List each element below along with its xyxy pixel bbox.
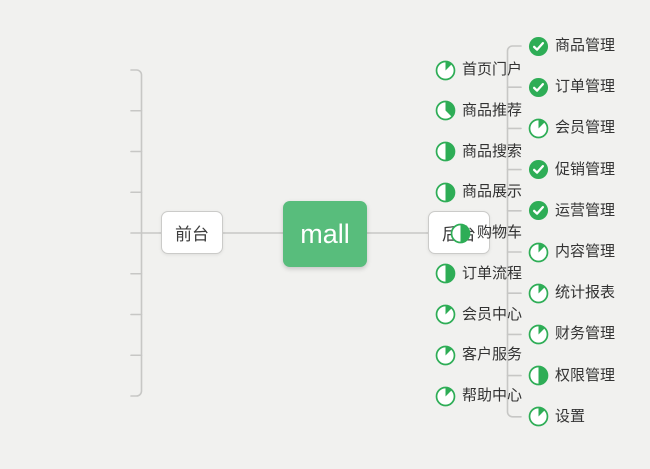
task-progress-pie-icon xyxy=(528,324,549,345)
topic-label: 帮助中心 xyxy=(461,387,522,404)
topic-label: 财务管理 xyxy=(555,325,616,343)
task-progress-pie-icon xyxy=(435,182,456,203)
topic-item[interactable]: 统计报表 xyxy=(528,282,615,304)
check-circle-icon xyxy=(528,159,549,180)
topic-label: 内容管理 xyxy=(555,243,616,260)
topic-label: 首页门户 xyxy=(461,61,522,78)
check-circle-icon xyxy=(528,77,549,98)
topic-item[interactable]: 财务管理 xyxy=(528,323,615,345)
topic-label: 购物车 xyxy=(476,224,522,241)
topic-item[interactable]: 商品管理 xyxy=(528,35,615,57)
topic-label: 设置 xyxy=(555,407,586,425)
task-progress-pie-icon xyxy=(528,242,549,263)
topic-item[interactable]: 会员中心 xyxy=(435,304,522,326)
topic-label: 权限管理 xyxy=(555,366,616,384)
topic-item[interactable]: 运营管理 xyxy=(528,200,615,222)
topic-item[interactable]: 促销管理 xyxy=(528,159,615,181)
topic-label: 统计报表 xyxy=(555,284,616,302)
task-progress-pie-icon xyxy=(528,118,549,139)
topic-item[interactable]: 会员管理 xyxy=(528,117,615,139)
topic-item[interactable]: 内容管理 xyxy=(528,241,615,263)
task-progress-pie-icon xyxy=(435,345,456,366)
topic-label: 商品展示 xyxy=(461,183,522,201)
topic-label: 会员管理 xyxy=(555,119,616,137)
topic-label: 订单流程 xyxy=(461,264,522,282)
topic-item[interactable]: 帮助中心 xyxy=(435,385,522,407)
task-progress-pie-icon xyxy=(435,141,456,162)
topic-item[interactable]: 商品展示 xyxy=(435,181,522,203)
task-progress-pie-icon xyxy=(528,365,549,386)
topic-item[interactable]: 客户服务 xyxy=(435,344,522,366)
check-circle-icon xyxy=(528,36,549,57)
task-progress-pie-icon xyxy=(450,223,471,244)
topic-label: 商品管理 xyxy=(555,37,616,54)
task-progress-pie-icon xyxy=(435,100,456,121)
topic-label: 订单管理 xyxy=(555,78,616,96)
task-progress-pie-icon xyxy=(435,386,456,407)
topic-item[interactable]: 商品推荐 xyxy=(435,100,522,122)
topic-label: 商品搜索 xyxy=(461,142,522,160)
topic-label: 会员中心 xyxy=(461,305,522,323)
topic-label: 商品推荐 xyxy=(461,101,522,119)
topic-label: 客户服务 xyxy=(461,346,522,364)
topic-item[interactable]: 购物车 xyxy=(450,222,522,244)
root-node-mall[interactable]: mall xyxy=(283,201,367,267)
topic-label: 运营管理 xyxy=(555,201,616,219)
check-circle-icon xyxy=(528,200,549,221)
task-progress-pie-icon xyxy=(528,283,549,304)
task-progress-pie-icon xyxy=(528,406,549,427)
task-progress-pie-icon xyxy=(435,60,456,81)
topic-item[interactable]: 商品搜索 xyxy=(435,141,522,163)
branch-node-frontend[interactable]: 前台 xyxy=(161,211,223,254)
task-progress-pie-icon xyxy=(435,263,456,284)
topic-item[interactable]: 订单流程 xyxy=(435,263,522,285)
topic-item[interactable]: 首页门户 xyxy=(435,59,522,81)
task-progress-pie-icon xyxy=(435,304,456,325)
topic-item[interactable]: 设置 xyxy=(528,406,585,428)
topic-label: 促销管理 xyxy=(555,160,616,178)
topic-item[interactable]: 权限管理 xyxy=(528,365,615,387)
topic-item[interactable]: 订单管理 xyxy=(528,76,615,98)
